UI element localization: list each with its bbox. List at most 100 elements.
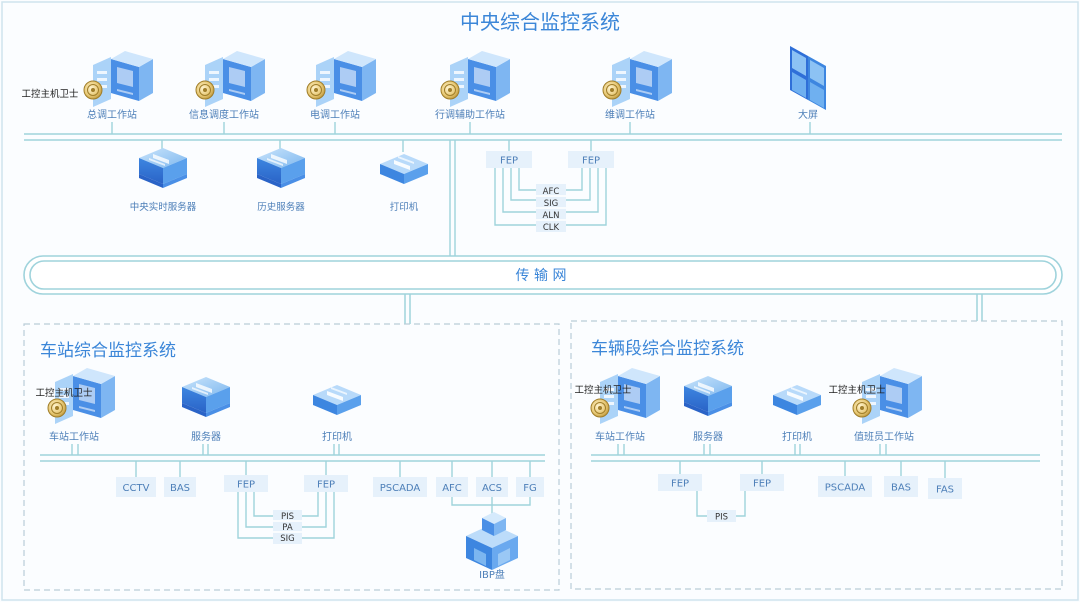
subsystem-label: PIS — [281, 512, 294, 522]
ibp-panel: IBP盘 — [466, 512, 518, 581]
central-ws-drops — [111, 122, 811, 152]
station-box-acs: ACS — [476, 477, 508, 497]
fep-label: FEP — [582, 156, 600, 167]
subsystem-label: SIG — [544, 199, 559, 209]
central-title: 中央综合监控系统 — [460, 10, 620, 34]
printer-label: 打印机 — [322, 430, 352, 443]
bigscreen-node: 大屏 — [790, 46, 826, 121]
guard-label: 工控主机卫士 — [21, 88, 79, 100]
depot-duty-workstation: 工控主机卫士 值班员工作站 — [828, 368, 922, 443]
box-label: FEP — [671, 479, 689, 490]
network-label: 传 输 网 — [516, 268, 567, 284]
ws-label: 信息调度工作站 — [189, 108, 259, 121]
central-fep-links — [449, 140, 607, 262]
subsystem-label: PIS — [715, 513, 728, 523]
station-box-afc: AFC — [436, 477, 468, 497]
central-fep-1: FEP — [486, 151, 532, 168]
box-label: PSCADA — [825, 483, 866, 494]
depot-drops — [617, 444, 946, 517]
fep-box — [486, 151, 532, 168]
station-box-fg: FG — [516, 477, 544, 497]
station-box-fep-1: FEP — [224, 475, 268, 492]
server-label: 中央实时服务器 — [130, 201, 197, 213]
depot-box-fep-2: FEP — [740, 474, 784, 491]
depot-server: 服务器 — [684, 376, 732, 443]
station-server: 服务器 — [182, 377, 230, 443]
box-label: FG — [523, 483, 537, 494]
guard-coin-icon — [440, 80, 460, 100]
box-label: CCTV — [123, 483, 150, 494]
guard-label: 工控主机卫士 — [574, 384, 632, 396]
station-drops — [71, 444, 531, 539]
depot-box-fep-1: FEP — [658, 474, 702, 491]
subsystem-label: PA — [282, 523, 293, 533]
network-ring-outer — [23, 255, 1063, 295]
ws-label: 值班员工作站 — [854, 430, 914, 443]
workstation-icon — [450, 51, 510, 107]
guard-label: 工控主机卫士 — [35, 387, 93, 399]
printer-label: 打印机 — [782, 430, 812, 443]
workstation-icon — [316, 51, 376, 107]
server-icon — [139, 148, 187, 188]
subsystem-label: AFC — [543, 187, 560, 197]
network-ring-inner — [29, 260, 1057, 290]
guard-label: 工控主机卫士 — [828, 384, 886, 396]
subsystem-label: SIG — [280, 534, 295, 544]
ibp-label: IBP盘 — [479, 568, 505, 581]
bigscreen-label: 大屏 — [798, 108, 818, 121]
ws-diandiao: 电调工作站 — [306, 51, 376, 121]
station-printer: 打印机 — [313, 385, 361, 443]
ws-weidiao: 维调工作站 — [602, 51, 672, 121]
subsystem-label: CLK — [543, 223, 560, 233]
ws-label: 车站工作站 — [595, 430, 645, 443]
bigscreen-icon — [790, 46, 826, 110]
ws-xingdiao: 行调辅助工作站 — [435, 51, 510, 121]
ws-label: 总调工作站 — [87, 108, 137, 121]
central-history-server: 历史服务器 — [257, 148, 305, 213]
box-label: PSCADA — [380, 483, 421, 494]
depot-workstation: 工控主机卫士 车站工作站 — [574, 368, 660, 443]
depot-subsystems: PIS — [707, 510, 736, 523]
central-realtime-server: 中央实时服务器 — [130, 148, 197, 213]
station-box-pscada: PSCADA — [373, 477, 427, 497]
depot-box-pscada: PSCADA — [818, 476, 872, 497]
box-label: AFC — [442, 483, 462, 494]
workstation-icon — [612, 51, 672, 107]
box-label: FEP — [237, 480, 255, 491]
box-label: BAS — [170, 483, 190, 494]
guard-coin-icon — [306, 80, 326, 100]
server-label: 历史服务器 — [257, 201, 305, 213]
box-label: BAS — [891, 483, 911, 494]
ws-label: 行调辅助工作站 — [435, 108, 505, 121]
central-printer: 打印机 — [380, 154, 428, 213]
station-box-bas: BAS — [164, 477, 196, 497]
fep-box — [568, 151, 614, 168]
box-label: FAS — [936, 485, 954, 496]
ws-label: 电调工作站 — [310, 108, 360, 121]
depot-box-fas: FAS — [928, 478, 962, 499]
ws-label: 维调工作站 — [605, 108, 655, 121]
guard-coin-icon — [195, 80, 215, 100]
server-label: 服务器 — [693, 430, 723, 443]
guard-coin-icon — [47, 398, 67, 418]
subsystem-label: ALN — [543, 211, 560, 221]
depot-title: 车辆段综合监控系统 — [591, 339, 744, 359]
ws-label: 车站工作站 — [49, 430, 99, 443]
fep-label: FEP — [500, 156, 518, 167]
guard-coin-icon — [852, 398, 872, 418]
printer-icon — [380, 154, 428, 184]
station-title: 车站综合监控系统 — [40, 341, 176, 361]
workstation-icon — [93, 51, 153, 107]
ws-xinxi: 信息调度工作站 — [189, 51, 265, 121]
station-box-cctv: CCTV — [116, 477, 156, 497]
box-label: ACS — [482, 483, 502, 494]
station-workstation: 工控主机卫士 车站工作站 — [35, 368, 115, 443]
station-box-fep-2: FEP — [304, 475, 348, 492]
box-label: FEP — [317, 480, 335, 491]
server-icon — [257, 148, 305, 188]
printer-label: 打印机 — [390, 201, 419, 213]
workstation-icon — [205, 51, 265, 107]
